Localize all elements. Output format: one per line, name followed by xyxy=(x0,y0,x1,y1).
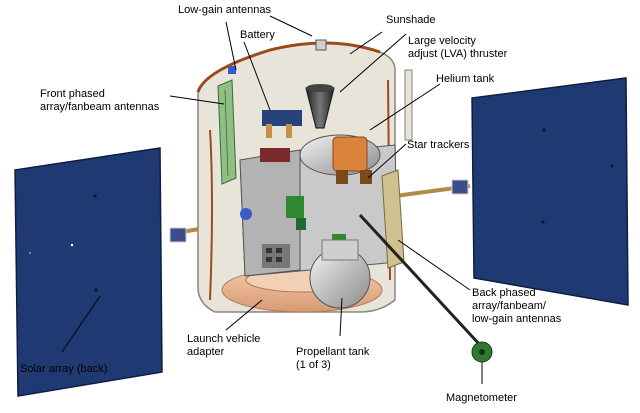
label-solar-array-back: Solar array (back) xyxy=(20,363,108,375)
label-propellant-tank: Propellant tank (1 of 3) xyxy=(296,346,370,371)
solar-array-right xyxy=(471,77,629,306)
label-launch-vehicle-adapter: Launch vehicle adapter xyxy=(187,333,261,358)
label-back-phased-array: Back phased array/fanbeam/ low-gain ante… xyxy=(472,287,562,325)
lva-thruster xyxy=(305,84,335,129)
label-helium-tank: Helium tank xyxy=(436,73,495,85)
magnetometer-boom xyxy=(358,213,493,363)
label-low-gain-antennas: Low-gain antennas xyxy=(178,4,271,16)
solar-array-right-boom xyxy=(394,179,471,198)
front-phased-array xyxy=(217,79,237,185)
label-lva-thruster: Large velocity adjust (LVA) thruster xyxy=(408,35,508,60)
solar-array-left xyxy=(14,147,163,397)
leader-lines xyxy=(61,15,483,384)
label-front-phased-array: Front phased array/fanbeam antennas xyxy=(40,88,160,113)
label-star-trackers: Star trackers xyxy=(407,139,470,151)
star-trackers xyxy=(336,170,372,184)
propellant-tank xyxy=(309,239,371,309)
low-gain-antenna xyxy=(228,39,327,74)
helium-tank xyxy=(299,134,381,176)
label-magnetometer: Magnetometer xyxy=(446,392,517,404)
label-battery: Battery xyxy=(240,29,275,41)
label-sunshade: Sunshade xyxy=(386,14,436,26)
